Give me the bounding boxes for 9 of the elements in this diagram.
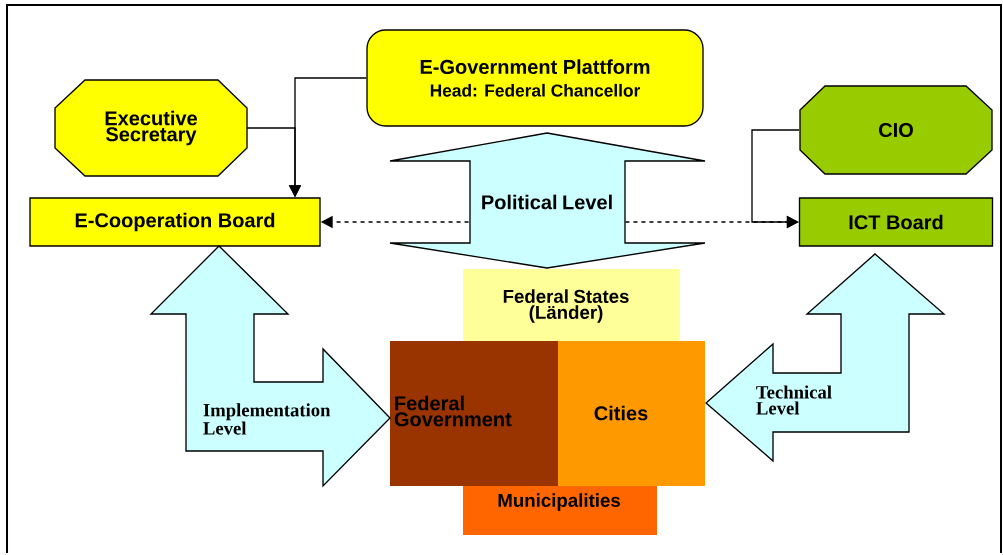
rounded-box: E-Government Plattform Head: Federal Chancellor xyxy=(366,29,704,127)
rectangle-box: Municipalities xyxy=(463,486,657,535)
rectangle-box: Federal States (Länder) xyxy=(463,269,680,341)
rectangle-box: E-Cooperation Board xyxy=(29,197,321,247)
rectangle-box: ICT Board xyxy=(798,197,994,247)
octagon-box: CIO xyxy=(799,85,993,175)
rectangle-box: Cities xyxy=(558,341,705,486)
octagon-box: Executive Secretary xyxy=(54,79,248,177)
rectangle-box: Federal Government xyxy=(390,341,558,486)
